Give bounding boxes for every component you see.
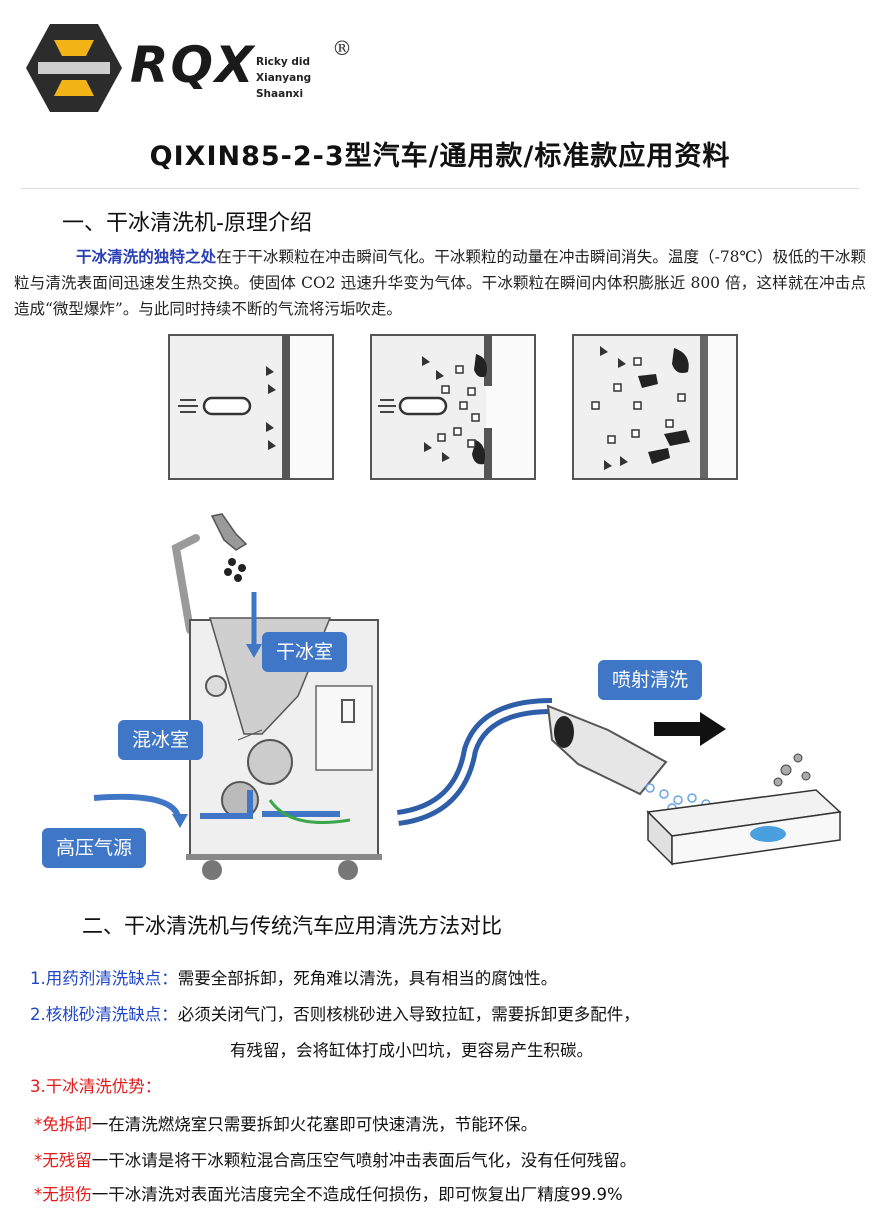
- brand-tagline-line: Shaanxi: [256, 88, 304, 100]
- registered-mark: ®: [332, 36, 352, 60]
- arrow-right-icon: [654, 712, 726, 746]
- advantage-label: *无损伤: [34, 1185, 92, 1204]
- list-item: 3.干冰清洗优势：: [30, 1070, 161, 1104]
- intro-highlight: 干冰清洗的独特之处: [76, 247, 217, 266]
- advantage-text: 一在清洗燃烧室只需要拆卸火花塞即可快速清洗，节能环保。: [91, 1115, 538, 1134]
- label-spray-cleaning: 喷射清洗: [598, 660, 703, 700]
- advantage-text: 一干冰请是将干冰颗粒混合高压空气喷射冲击表面后气化，没有任何残留。: [91, 1151, 637, 1170]
- label-dry-ice-chamber: 干冰室: [262, 632, 348, 672]
- intro-paragraph: 干冰清洗的独特之处在于干冰颗粒在冲击瞬间气化。干冰颗粒的动量在冲击瞬间消失。温度…: [14, 244, 866, 322]
- label-air-source: 高压气源: [42, 828, 147, 868]
- brand-tagline: Ricky did Xianyang Shaanxi: [256, 54, 311, 102]
- principle-panel-blowaway: [572, 334, 738, 480]
- advantage-item: *无残留一干冰请是将干冰颗粒混合高压空气喷射冲击表面后气化，没有任何残留。: [34, 1144, 636, 1178]
- brand-name: RQX: [130, 36, 256, 94]
- advantage-label: *无残留: [34, 1151, 92, 1170]
- list-item-continuation: 有残留，会将缸体打成小凹坑，更容易产生积碳。: [230, 1041, 593, 1060]
- divider: [20, 188, 860, 189]
- principle-panel-impact: [168, 334, 334, 480]
- list-item-sep: ：: [161, 969, 178, 988]
- machine-diagram: 干冰室 混冰室 高压气源 喷射清洗: [0, 500, 880, 900]
- list-item: 2.核桃砂清洗缺点：必须关闭气门，否则核桃砂进入导致拉缸，需要拆卸更多配件，: [30, 998, 640, 1032]
- advantage-item: *免拆卸一在清洗燃烧室只需要拆卸火花塞即可快速清洗，节能环保。: [34, 1108, 537, 1142]
- list-item-text: 需要全部拆卸，死角难以清洗，具有相当的腐蚀性。: [177, 969, 558, 988]
- list-item-text: 必须关闭气门，否则核桃砂进入导致拉缸，需要拆卸更多配件，: [177, 1005, 640, 1024]
- advantage-label: *免拆卸: [34, 1115, 92, 1134]
- list-item: 1.用药剂清洗缺点：需要全部拆卸，死角难以清洗，具有相当的腐蚀性。: [30, 962, 557, 996]
- brand-tagline-line: Xianyang: [256, 72, 312, 84]
- list-item-label: 2.核桃砂清洗缺点: [30, 1005, 162, 1024]
- list-item-label: 1.用药剂清洗缺点: [30, 969, 162, 988]
- section-heading-comparison: 二、干冰清洗机与传统汽车应用清洗方法对比: [82, 914, 502, 938]
- intro-text: 在于干冰颗粒在冲击瞬间气化。干冰颗粒的动量在冲击瞬间消失。温度（-78℃）极低的…: [14, 248, 866, 318]
- advantage-item: *无损伤一干冰清洗对表面光洁度完全不造成任何损伤，即可恢复出厂精度99.9%: [34, 1178, 623, 1212]
- section-heading-principle: 一、干冰清洗机-原理介绍: [62, 211, 312, 236]
- brand-tagline-line: Ricky did: [256, 56, 311, 68]
- rqx-logo-icon: [26, 24, 122, 112]
- dry-ice-scoop-icon: [210, 513, 248, 582]
- principle-panel-sublimation: [370, 334, 536, 480]
- page-title: QIXIN85-2-3型汽车/通用款/标准款应用资料: [149, 141, 731, 172]
- list-item-sep: ：: [161, 1005, 178, 1024]
- list-item-label: 3.干冰清洗优势：: [30, 1077, 162, 1096]
- label-mix-chamber: 混冰室: [118, 720, 204, 760]
- advantage-text: 一干冰清洗对表面光洁度完全不造成任何损伤，即可恢复出厂精度99.9%: [91, 1185, 623, 1204]
